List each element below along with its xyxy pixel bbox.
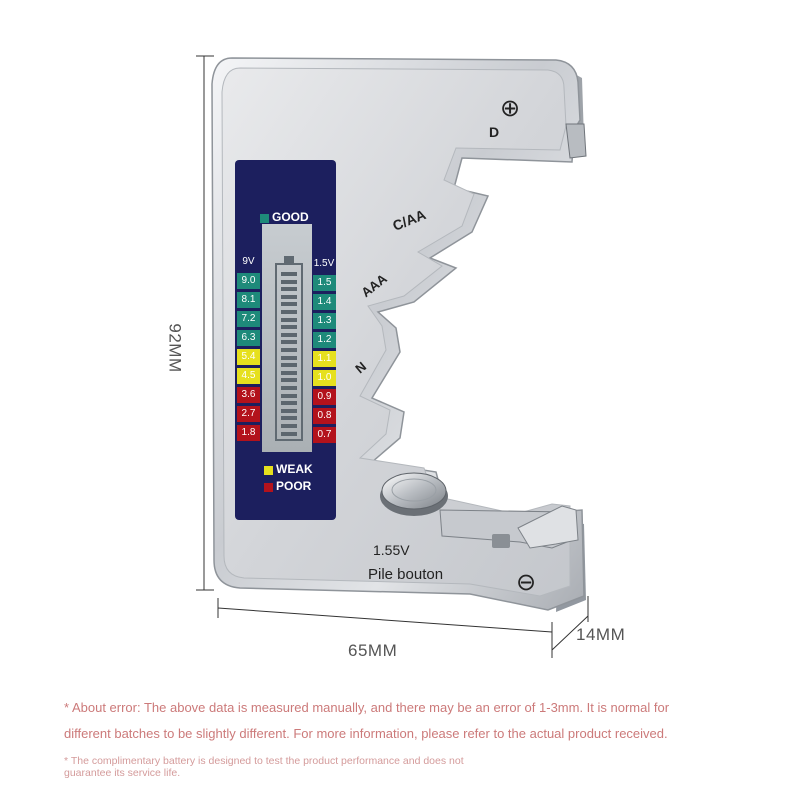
left-header: 9V xyxy=(242,256,255,267)
left-scale-value: 8.1 xyxy=(237,292,260,308)
right-scale-value: 0.8 xyxy=(313,408,336,424)
lcd-bar-segment xyxy=(281,416,297,421)
left-scale-value: 1.8 xyxy=(237,425,260,441)
width-dimension: 65MM xyxy=(348,641,398,660)
lcd-bar-segment xyxy=(281,363,297,368)
error-note-line-2: different batches to be slightly differe… xyxy=(64,726,668,741)
lcd-bar-segment xyxy=(281,401,297,406)
right-scale-value: 0.7 xyxy=(313,427,336,443)
right-scale-value: 1.1 xyxy=(313,351,336,367)
lcd-bar-segment xyxy=(281,370,297,375)
lcd-bar-segment xyxy=(281,431,297,436)
lcd-bar-segment xyxy=(281,302,297,307)
lcd-bar-segment xyxy=(281,386,297,390)
lcd-bar-segment xyxy=(281,279,297,284)
poor-label: POOR xyxy=(276,479,312,493)
top-clip xyxy=(565,123,587,159)
weak-label: WEAK xyxy=(276,462,313,476)
left-scale-value: 4.5 xyxy=(237,368,260,384)
lcd-bar-segment xyxy=(281,325,297,330)
lcd-bar-segment xyxy=(281,340,297,345)
right-scale-value: 0.9 xyxy=(313,389,336,405)
lcd-battery-tip xyxy=(284,256,294,264)
good-legend-swatch xyxy=(260,214,269,223)
lcd-bar-segment xyxy=(281,294,297,299)
right-header: 1.5V xyxy=(313,258,335,269)
lcd-bar-segment xyxy=(281,408,297,413)
poor-legend-swatch xyxy=(264,483,273,492)
battery-note-line-1: * The complimentary battery is designed … xyxy=(64,755,464,767)
lcd-bar-segment xyxy=(281,378,297,383)
left-scale-value: 6.3 xyxy=(237,330,260,346)
left-scale-value: 5.4 xyxy=(237,349,260,365)
left-scale-value: 7.2 xyxy=(237,311,260,327)
button-cell-voltage: 1.55V xyxy=(373,542,410,558)
dimension-lines xyxy=(196,55,589,658)
lcd-bar-segment xyxy=(281,310,297,314)
right-scale-value: 1.3 xyxy=(313,313,336,329)
plus-terminal-icon: ⊕ xyxy=(500,95,521,122)
lcd-bar-segment xyxy=(281,272,297,276)
lcd-bar-segment xyxy=(281,317,297,322)
weak-legend-swatch xyxy=(264,466,273,475)
button-cell-label: Pile bouton xyxy=(368,566,444,583)
height-dimension: 92MM xyxy=(165,323,185,373)
slot-label-d: D xyxy=(489,124,500,140)
lcd-bar-segment xyxy=(281,348,297,352)
slider-tab xyxy=(517,505,579,549)
right-scale-value: 1.2 xyxy=(313,332,336,348)
left-scale-value: 9.0 xyxy=(237,273,260,289)
lcd-bar-segment xyxy=(281,332,297,337)
right-scale-value: 1.0 xyxy=(313,370,336,386)
good-label: GOOD xyxy=(272,210,309,224)
lcd-bar-segment xyxy=(281,424,297,428)
lcd-bar-segment xyxy=(281,393,297,398)
lcd-bar-segment xyxy=(281,287,297,292)
minus-terminal-icon: ⊖ xyxy=(516,569,537,596)
left-scale-value: 2.7 xyxy=(237,406,260,422)
depth-dimension: 14MM xyxy=(576,625,626,644)
battery-note-line-2: guarantee its service life. xyxy=(64,767,181,779)
right-scale-value: 1.5 xyxy=(313,275,336,291)
left-scale-value: 3.6 xyxy=(237,387,260,403)
right-scale-value: 1.4 xyxy=(313,294,336,310)
error-note-line-1: * About error: The above data is measure… xyxy=(64,700,670,715)
lcd-bar-segment xyxy=(281,355,297,360)
